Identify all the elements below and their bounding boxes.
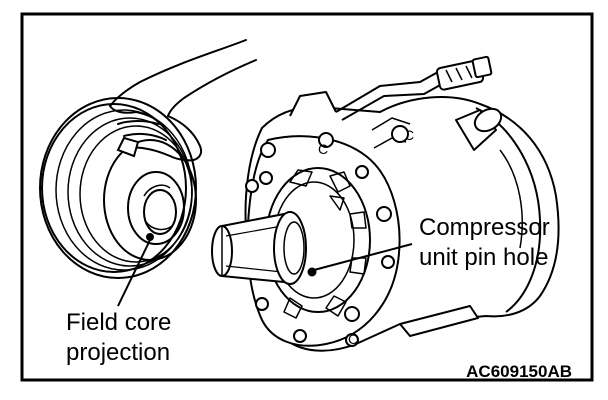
field-core-label-line1: Field core bbox=[66, 309, 172, 336]
figure-border bbox=[20, 12, 594, 382]
compressor-unit-drawing: C C C bbox=[211, 55, 560, 352]
field-core-label-line2: projection bbox=[66, 339, 171, 366]
figure-code: AC609150AB bbox=[466, 362, 572, 381]
field-coil-pulley-drawing bbox=[39, 97, 197, 307]
svg-text:C: C bbox=[404, 127, 414, 143]
compressor-pin-hole-label-line2: unit pin hole bbox=[419, 244, 549, 271]
compressor-pin-hole-label-line1: Compressor bbox=[419, 214, 550, 241]
svg-text:C: C bbox=[348, 331, 358, 347]
svg-text:C: C bbox=[318, 141, 328, 157]
